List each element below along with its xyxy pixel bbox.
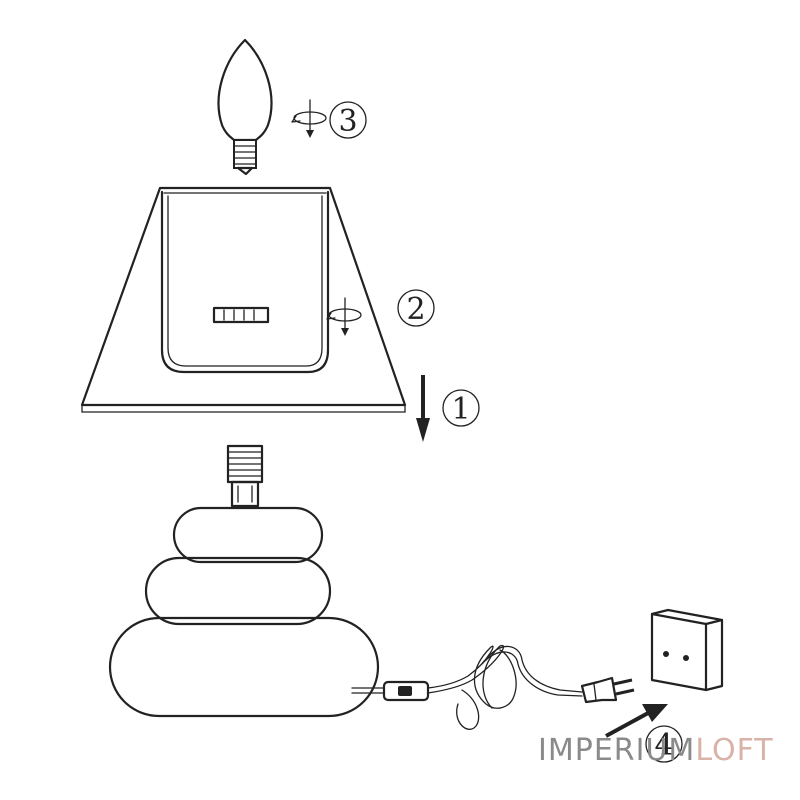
watermark-part1: IMPERIUM bbox=[538, 733, 695, 768]
step-2-badge: 2 bbox=[397, 289, 435, 327]
rotate-icon bbox=[291, 99, 327, 138]
step-4-number: 4 bbox=[654, 728, 673, 763]
watermark-logo: IMPERIUMLOFT bbox=[538, 733, 774, 768]
plug-icon bbox=[580, 676, 635, 704]
step-1-number: 1 bbox=[451, 392, 470, 427]
step-2-number: 2 bbox=[406, 292, 425, 327]
step-3-badge: 3 bbox=[329, 101, 367, 139]
rotate-icon bbox=[326, 297, 362, 336]
lamp-shade bbox=[80, 186, 407, 413]
svg-text:IMPERIUMLOFT: IMPERIUMLOFT bbox=[538, 733, 774, 768]
lamp-base bbox=[108, 506, 380, 718]
bulb-icon bbox=[217, 38, 273, 176]
arrow-down-icon bbox=[416, 375, 430, 442]
lamp-holder bbox=[226, 444, 264, 508]
watermark-part2: LOFT bbox=[695, 733, 773, 768]
arrow-icon bbox=[605, 704, 668, 738]
switch-icon bbox=[382, 680, 430, 702]
step-1-badge: 1 bbox=[442, 389, 480, 427]
power-cord bbox=[351, 644, 583, 730]
step-3-number: 3 bbox=[338, 104, 357, 139]
wall-socket-icon bbox=[650, 608, 724, 692]
step-4-badge: 4 bbox=[645, 725, 683, 763]
